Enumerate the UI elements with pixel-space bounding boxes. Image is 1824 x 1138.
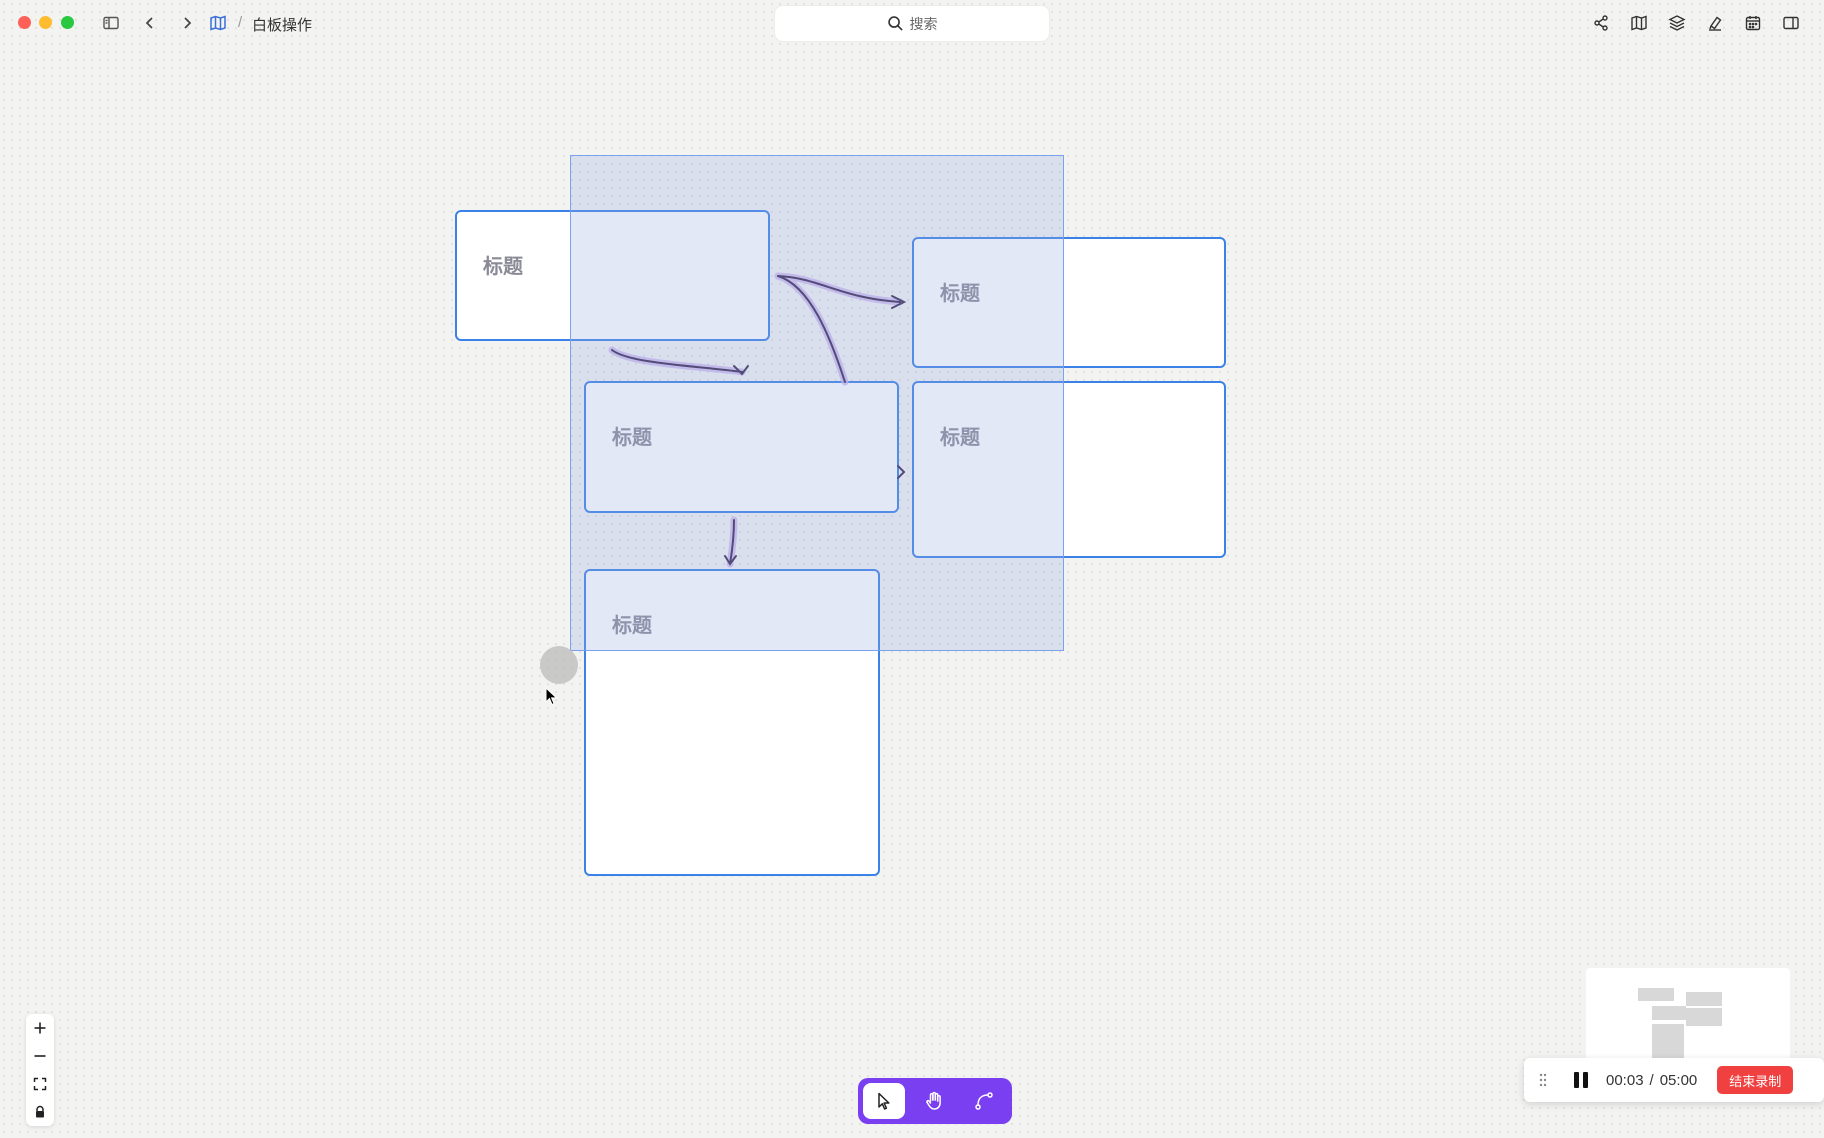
elapsed-time: 00:03: [1606, 1071, 1644, 1089]
card-title[interactable]: 标题: [940, 427, 980, 449]
minimap-node: [1686, 1008, 1722, 1026]
highlighter-icon[interactable]: [1703, 11, 1727, 35]
stop-recording-button[interactable]: 结束录制: [1717, 1066, 1794, 1094]
zoom-out-button[interactable]: [26, 1042, 54, 1070]
lock-icon: [36, 1105, 44, 1118]
connector-line: [611, 349, 743, 373]
tool-palette: [858, 1078, 1012, 1124]
window-minimize-button[interactable]: [39, 16, 52, 29]
right-panel-toggle-icon[interactable]: [1779, 11, 1803, 35]
connector-icon: [975, 1092, 993, 1110]
search-input[interactable]: 搜索: [775, 6, 1049, 41]
drag-handle-icon[interactable]: [1538, 1072, 1562, 1088]
minimap-node: [1652, 1006, 1686, 1020]
back-icon[interactable]: [138, 11, 162, 35]
minimap-node: [1686, 992, 1722, 1006]
plus-icon: [34, 1022, 46, 1034]
hand-tool-button[interactable]: [913, 1083, 955, 1119]
total-time: 05:00: [1659, 1071, 1698, 1089]
card-title[interactable]: 标题: [612, 615, 652, 637]
minimap-node: [1638, 988, 1674, 1001]
connector-line: [777, 275, 901, 303]
recording-bar: 00:03 / 05:00 结束录制: [1524, 1058, 1824, 1102]
connector-tool-button[interactable]: [963, 1083, 1005, 1119]
minus-icon: [34, 1055, 46, 1057]
card-node-2[interactable]: 标题: [912, 237, 1226, 368]
window-zoom-button[interactable]: [61, 16, 74, 29]
window-close-button[interactable]: [18, 16, 31, 29]
fit-screen-icon: [33, 1077, 47, 1091]
hand-icon: [926, 1091, 941, 1110]
card-title[interactable]: 标题: [940, 283, 980, 305]
connector-line: [729, 519, 735, 565]
connector-line: [777, 275, 846, 383]
card-node-1[interactable]: 标题: [455, 210, 770, 341]
select-tool-button[interactable]: [863, 1083, 905, 1119]
pause-button[interactable]: [1570, 1069, 1592, 1091]
zoom-in-button[interactable]: [26, 1014, 54, 1042]
calendar-icon[interactable]: [1741, 11, 1765, 35]
share-icon[interactable]: [1589, 11, 1613, 35]
fit-screen-button[interactable]: [26, 1070, 54, 1098]
zoom-controls: [26, 1014, 54, 1126]
titlebar: / 白板操作 搜索: [0, 0, 1824, 46]
search-icon: [887, 16, 903, 31]
search-placeholder: 搜索: [909, 15, 938, 32]
pause-icon: [1574, 1072, 1588, 1088]
map-icon[interactable]: [206, 11, 230, 35]
recording-timer: 00:03 / 05:00: [1606, 1072, 1697, 1089]
layers-icon[interactable]: [1665, 11, 1689, 35]
forward-icon[interactable]: [175, 11, 199, 35]
cursor-icon: [878, 1092, 890, 1110]
minimap-node: [1652, 1024, 1684, 1058]
breadcrumb-separator: /: [238, 14, 243, 31]
card-node-4[interactable]: 标题: [912, 381, 1226, 558]
card-node-5[interactable]: 标题: [584, 569, 880, 876]
sidebar-toggle-icon[interactable]: [99, 11, 123, 35]
card-node-3[interactable]: 标题: [584, 381, 899, 513]
whiteboard-canvas[interactable]: 标题 标题 标题 标题 标题: [0, 46, 1824, 1138]
breadcrumb-doc-title[interactable]: 白板操作: [252, 17, 313, 34]
map-view-icon[interactable]: [1627, 11, 1651, 35]
mouse-cursor-icon: [545, 687, 558, 706]
time-separator: /: [1649, 1071, 1654, 1089]
card-title[interactable]: 标题: [612, 427, 652, 449]
lock-button[interactable]: [26, 1098, 54, 1126]
connector-layer: [608, 272, 907, 568]
pointer-indicator: [540, 646, 578, 684]
card-title[interactable]: 标题: [483, 256, 523, 278]
